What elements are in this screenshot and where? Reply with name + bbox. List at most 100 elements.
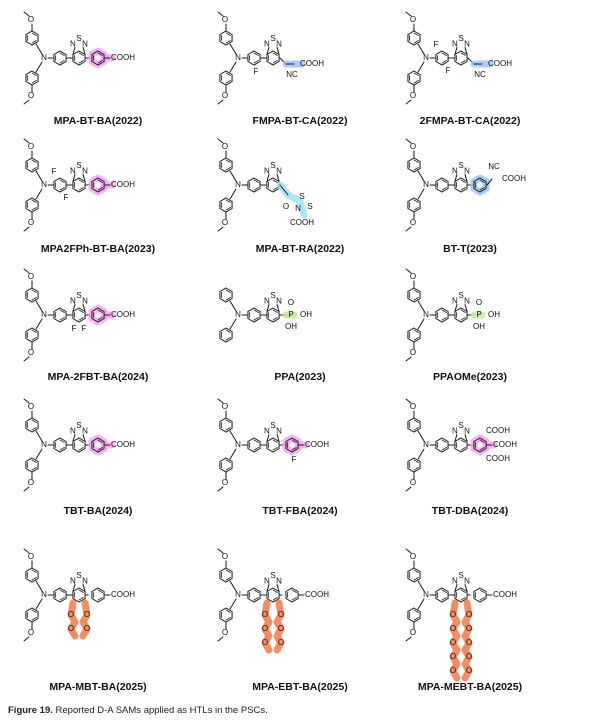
oxygen-atom: O (476, 298, 482, 307)
hydroxyl-group: OH (473, 322, 485, 331)
oxygen-atom: O (222, 552, 228, 561)
nitrogen-atom: N (82, 40, 88, 49)
nitrogen-atom: N (264, 577, 270, 586)
nitrogen-atom: N (82, 577, 88, 586)
figure-caption: Figure 19. Reported D-A SAMs applied as … (8, 705, 268, 716)
donor-phenyl-ring (25, 287, 39, 303)
oxygen-atom: O (410, 478, 416, 487)
nitrogen-atom: N (264, 427, 270, 436)
carboxylic-acid-group: COOH (290, 218, 314, 227)
fluorine-atom: F (72, 324, 77, 333)
oxygen-atom: O (410, 272, 416, 281)
molecule-name-label: MPA2FPh-BT-BA(2023) (41, 243, 155, 255)
bridge-phenyl-ring (53, 307, 67, 323)
acceptor-phenyl-ring (91, 177, 105, 193)
carboxylic-acid-group: COOH (502, 174, 526, 183)
sulfur-atom: S (270, 161, 275, 170)
carboxylic-acid-group: COOH (111, 310, 135, 319)
donor-phenyl-ring (407, 287, 421, 303)
caption-label: Figure 19. (8, 705, 53, 716)
oxygen-atom: O (84, 624, 90, 633)
nitrogen-atom: N (70, 297, 76, 306)
carboxylic-acid-group: COOH (305, 440, 329, 449)
bridge-phenyl-ring (435, 587, 449, 603)
oxygen-atom: O (410, 552, 416, 561)
bridge-phenyl-ring (435, 50, 449, 66)
donor-phenyl-ring (25, 30, 39, 46)
sulfur-atom: S (299, 192, 304, 201)
molecule-name-label: MPA-2FBT-BA(2024) (48, 371, 149, 383)
oxygen-atom: O (466, 624, 472, 633)
acceptor-phenyl-ring (91, 50, 105, 66)
bridge-phenyl-ring (53, 587, 67, 603)
oxygen-atom: O (28, 478, 34, 487)
donor-phenyl-ring (219, 287, 233, 303)
bridge-phenyl-ring (247, 437, 261, 453)
oxygen-atom: O (222, 142, 228, 151)
oxygen-atom: O (410, 218, 416, 227)
nitrogen-atom: N (452, 577, 458, 586)
oxygen-atom: O (466, 666, 472, 675)
nitrogen-atom: N (41, 590, 47, 599)
carboxylic-acid-group: COOH (305, 590, 329, 599)
molecule-name-label: MPA-MBT-BA(2025) (49, 681, 146, 693)
nitrogen-atom: N (70, 427, 76, 436)
acceptor-phenyl-ring (285, 437, 299, 453)
oxygen-atom: O (222, 91, 228, 100)
bridge-phenyl-ring (53, 177, 67, 193)
molecule-name-label: TBT-BA(2024) (64, 505, 133, 517)
alkoxy-chain-highlight (79, 599, 91, 640)
carboxylic-acid-group: COOH (111, 440, 135, 449)
oxygen-atom: O (410, 15, 416, 24)
oxygen-atom: O (28, 218, 34, 227)
nitrogen-atom: N (70, 40, 76, 49)
oxygen-atom: O (28, 15, 34, 24)
nitrogen-atom: N (464, 577, 470, 586)
oxygen-atom: O (278, 624, 284, 633)
sulfur-atom: S (76, 291, 81, 300)
molecule-name-label: MPA-EBT-BA(2025) (252, 681, 347, 693)
oxygen-atom: O (410, 402, 416, 411)
nitrogen-atom: N (82, 167, 88, 176)
sulfur-atom: S (458, 291, 463, 300)
nitrogen-atom: N (464, 40, 470, 49)
molecule-name-label: TBT-DBA(2024) (432, 505, 508, 517)
oxygen-atom: O (410, 628, 416, 637)
oxygen-atom: O (450, 624, 456, 633)
carboxylic-acid-group: COOH (488, 59, 512, 68)
donor-phenyl-ring (407, 567, 421, 583)
molecule-name-label: MPA-BT-RA(2022) (256, 243, 344, 255)
caption-text: Reported D-A SAMs applied as HTLs in the… (55, 705, 268, 716)
oxygen-atom: O (84, 610, 90, 619)
sulfur-atom: S (270, 34, 275, 43)
oxygen-atom: O (410, 142, 416, 151)
donor-phenyl-ring (407, 417, 421, 433)
fluorine-atom: F (64, 193, 69, 202)
nitrogen-atom: N (235, 180, 241, 189)
bridge-phenyl-ring (247, 50, 261, 66)
nitrogen-atom: N (41, 310, 47, 319)
acceptor-phenyl-ring (91, 437, 105, 453)
alkoxy-chain-highlight (67, 599, 79, 640)
donor-phenyl-ring (25, 157, 39, 173)
nitrogen-atom: N (295, 204, 301, 213)
oxygen-atom: O (222, 628, 228, 637)
bridge-phenyl-ring (435, 177, 449, 193)
donor-phenyl-ring (219, 30, 233, 46)
oxygen-atom: O (222, 218, 228, 227)
sulfur-atom: S (270, 571, 275, 580)
alkoxy-chain-highlight (273, 599, 285, 654)
nitrogen-atom: N (452, 40, 458, 49)
carboxylic-acid-group: COOH (486, 426, 510, 435)
hydroxyl-group: OH (300, 310, 312, 319)
nitrogen-atom: N (41, 53, 47, 62)
